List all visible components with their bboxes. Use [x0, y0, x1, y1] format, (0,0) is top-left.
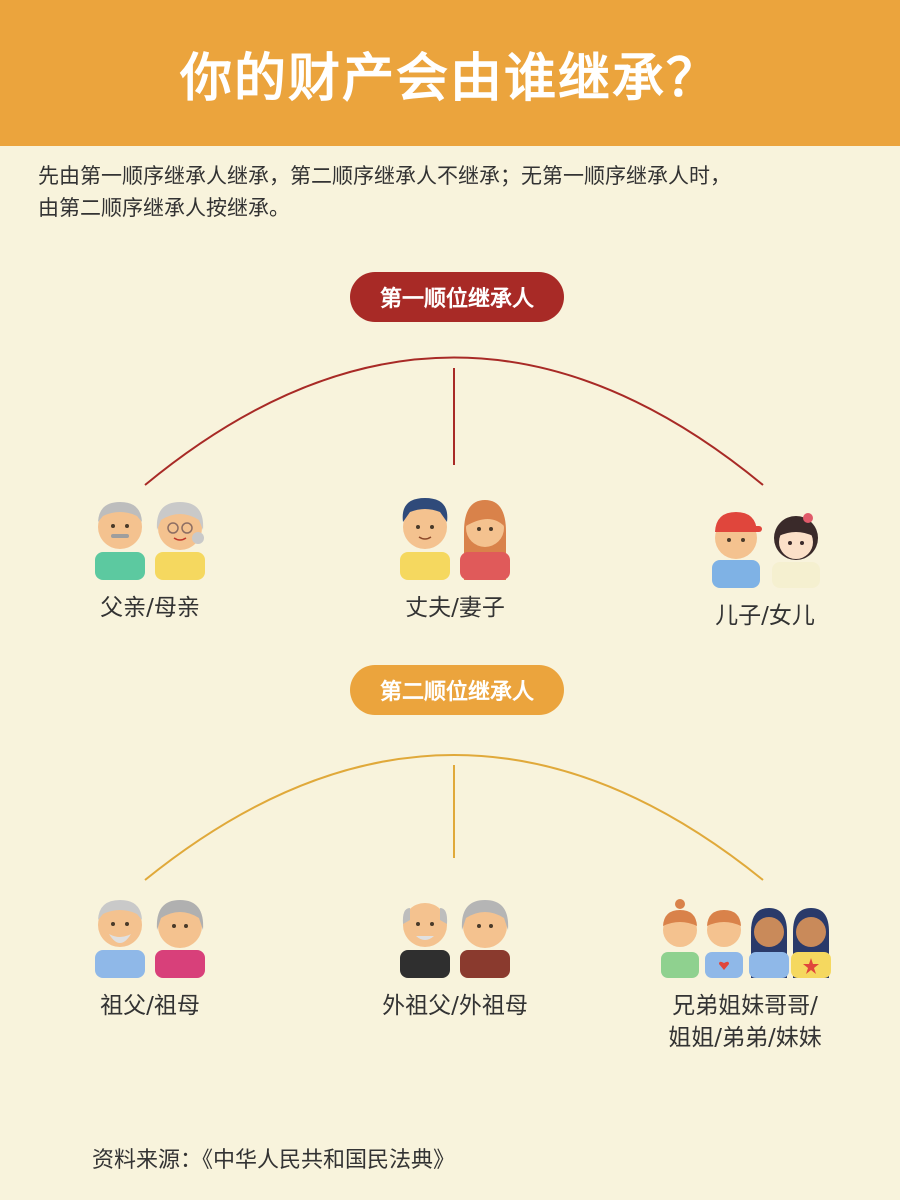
header-banner: 你的财产会由谁继承？	[0, 0, 900, 146]
first-order-member-spouse: 丈夫/妻子	[375, 492, 535, 624]
second-order-badge: 第二顺位继承人	[350, 665, 564, 715]
spouse-icon	[400, 498, 510, 580]
page-title: 你的财产会由谁继承？	[179, 48, 720, 109]
first-order-member-children: 儿子/女儿	[690, 500, 840, 632]
siblings-icon	[661, 899, 831, 978]
second-order-member-siblings: 兄弟姐妹哥哥/ 姐姐/弟弟/妹妹	[645, 890, 845, 1054]
intro-line-1: 先由第一顺序继承人继承，第二顺序继承人不继承；无第一顺序继承人时，	[38, 164, 731, 188]
member-label: 兄弟姐妹哥哥/ 姐姐/弟弟/妹妹	[645, 990, 845, 1054]
member-label-line-1: 兄弟姐妹哥哥/	[672, 993, 818, 1019]
member-label: 儿子/女儿	[715, 603, 815, 629]
second-order-member-grandparents: 祖父/祖母	[75, 890, 225, 1022]
source-note: 资料来源：《中华人民共和国民法典》	[92, 1148, 456, 1173]
first-order-arc	[144, 356, 764, 486]
intro-text: 先由第一顺序继承人继承，第二顺序继承人不继承；无第一顺序继承人时， 由第二顺序继…	[38, 160, 868, 224]
second-order-arc	[144, 754, 764, 881]
intro-line-2: 由第二顺序继承人按继承。	[38, 196, 290, 220]
member-label-line-2: 姐姐/弟弟/妹妹	[668, 1025, 822, 1051]
member-label: 父亲/母亲	[100, 595, 200, 621]
grandparents-icon	[95, 900, 205, 978]
first-order-member-parents: 父亲/母亲	[75, 492, 225, 624]
second-order-member-maternal-grandparents: 外祖父/外祖母	[365, 890, 545, 1022]
member-label: 祖父/祖母	[100, 993, 200, 1019]
member-label: 丈夫/妻子	[405, 595, 505, 621]
parents-icon	[95, 502, 205, 580]
first-order-badge: 第一顺位继承人	[350, 272, 564, 322]
maternal-grandparents-icon	[400, 900, 510, 978]
member-label: 外祖父/外祖母	[382, 993, 528, 1019]
children-icon	[712, 512, 820, 588]
